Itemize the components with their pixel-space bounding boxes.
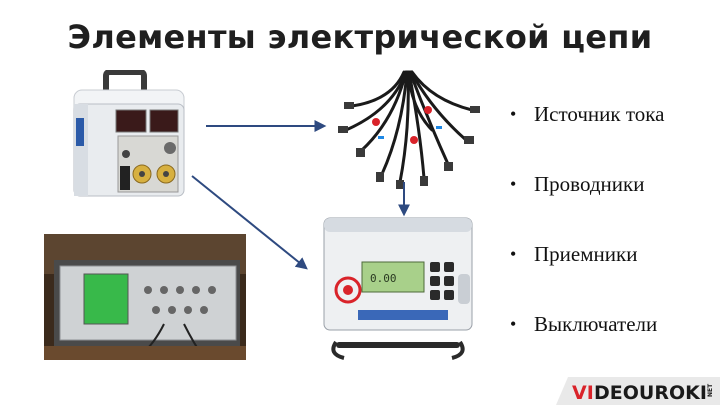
videouroki-logo: VI DEOUROKI NET [556,377,720,405]
bullet-item: • Выключатели [508,310,718,380]
switch-highlight-circle [334,276,362,304]
wires-bundle-image [338,70,480,189]
power-supply-image [73,70,185,197]
bullet-item: • Приемники [508,240,718,310]
arrow-source-to-device [191,175,308,270]
bullet-label: Выключатели [534,312,658,336]
logo-text-a: VI [572,382,594,404]
device-screen-text: 0.00 [370,272,397,285]
bullet-dot-icon: • [510,174,517,194]
bullet-item: • Источник тока [508,100,718,170]
bullet-label: Проводники [534,172,645,196]
bullet-list: • Источник тока • Проводники • Приемники • В… [508,100,718,380]
bullet-label: Источник тока [534,102,665,126]
bullet-label: Приемники [534,242,638,266]
bullet-dot-icon: • [510,314,517,334]
bullet-dot-icon: • [510,104,517,124]
measuring-device-image: 0.00 [323,217,473,360]
logo-suffix: NET [707,383,714,397]
oscilloscope-image [44,234,246,360]
logo-text-b: DEOUROKI [594,382,707,404]
slide-title: Элементы электрической цепи [67,18,653,56]
bullet-dot-icon: • [510,244,517,264]
bullet-item: • Проводники [508,170,718,240]
